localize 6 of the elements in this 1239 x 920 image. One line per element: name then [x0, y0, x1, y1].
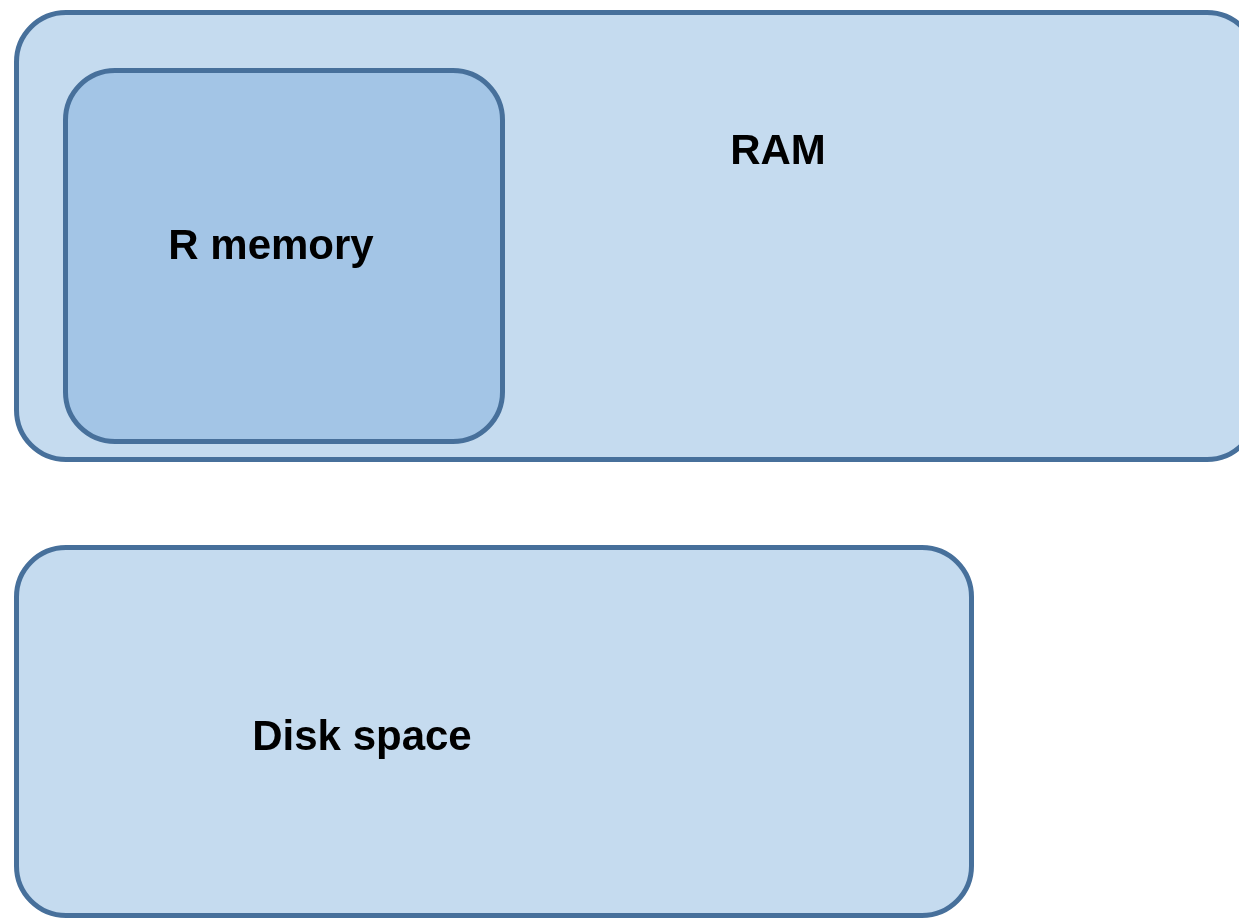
memory-box — [63, 68, 505, 444]
memory-box — [14, 10, 1239, 462]
box-label: Disk space — [252, 712, 472, 760]
box-label: R memory — [168, 221, 374, 269]
box-label: RAM — [730, 126, 826, 174]
memory-box — [14, 545, 974, 918]
